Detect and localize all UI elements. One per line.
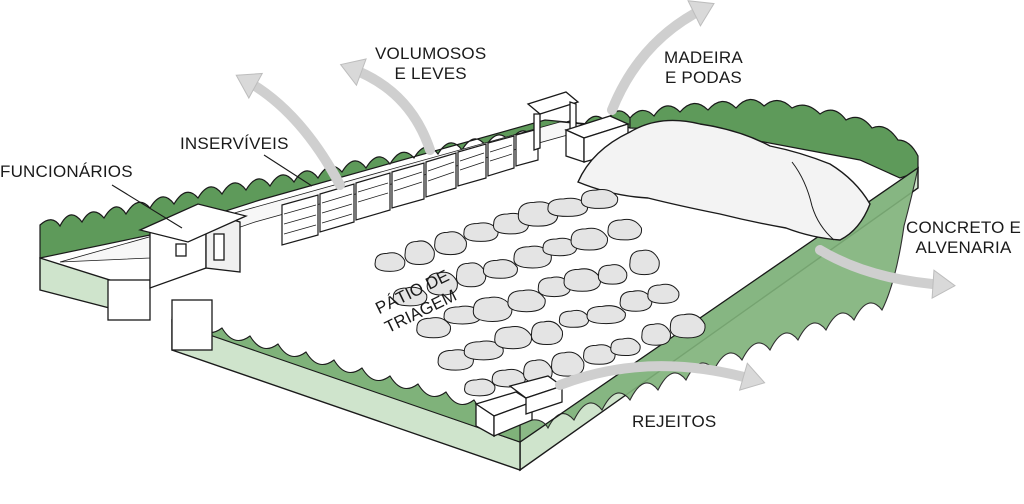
rubble-piece: [392, 286, 428, 307]
arrow-shaft: [240, 75, 345, 190]
rubble-piece: [463, 222, 499, 242]
label-inserviveis: INSERVÍVEIS: [180, 134, 289, 154]
leader-line: [263, 154, 313, 187]
arrow-shaft: [555, 361, 760, 390]
label-rejeitos-text: REJEITOS: [632, 412, 717, 431]
rubble-piece: [550, 351, 585, 377]
arrow-head: [339, 58, 367, 87]
rubble-piece: [583, 344, 616, 365]
rubble-piece: [629, 249, 660, 276]
arrow-head: [235, 72, 264, 100]
rubble-piece: [374, 252, 406, 272]
rubble-piece: [507, 289, 546, 313]
rubble-piece: [530, 320, 564, 346]
label-funcionarios: FUNCIONÁRIOS: [0, 162, 133, 182]
arrow-head: [738, 362, 766, 391]
arrow-shaft: [345, 63, 435, 155]
label-madeira-line2: E PODAS: [664, 68, 742, 87]
leader-line: [111, 184, 183, 229]
label-concreto-line2: ALVENARIA: [915, 238, 1012, 257]
label-concreto: CONCRETO E ALVENARIA: [906, 218, 1021, 258]
rubble-icon: [791, 161, 835, 241]
rubble-piece: [464, 378, 496, 397]
arrow-icon: [235, 0, 956, 391]
label-volumosos-line1: VOLUMOSOS: [375, 44, 487, 63]
rubble-piece: [558, 309, 590, 328]
rubble-piece: [463, 340, 504, 361]
leader-lines: [111, 154, 313, 229]
rubble-piece: [580, 188, 619, 209]
rubble-piece: [570, 227, 609, 251]
arrow-shaft: [815, 245, 950, 290]
rubble-piece: [563, 268, 602, 292]
rubble-piece: [494, 326, 533, 350]
rubble-piece: [647, 283, 680, 304]
gate-block: [171, 299, 213, 351]
label-madeira: MADEIRA E PODAS: [664, 48, 743, 88]
rubble-icon: [374, 188, 706, 397]
vegetation-icon: [171, 316, 521, 443]
label-rejeitos: REJEITOS: [632, 412, 716, 432]
rubble-piece: [641, 323, 672, 346]
rubble-piece: [607, 218, 643, 241]
building-icon: [138, 203, 248, 289]
label-funcionarios-text: FUNCIONÁRIOS: [0, 162, 133, 181]
arrow-head: [931, 269, 956, 300]
label-inserviveis-text: INSERVÍVEIS: [180, 134, 289, 153]
gate-block: [107, 279, 151, 321]
rubble-piece: [669, 313, 706, 339]
rubble-piece: [619, 290, 653, 312]
rubble-piece: [416, 317, 452, 339]
label-madeira-line1: MADEIRA: [664, 48, 743, 67]
bay-icon: [281, 128, 539, 246]
rubble-piece: [586, 305, 626, 325]
rubble-piece: [610, 337, 641, 357]
rubble-piece: [434, 231, 467, 256]
rubble-piece: [597, 264, 628, 285]
rubble-icon: [577, 119, 871, 241]
vegetation-icon: [629, 98, 919, 179]
label-volumosos-line2: E LEVES: [394, 64, 467, 83]
arrow-shaft: [607, 3, 710, 115]
label-volumosos: VOLUMOSOS E LEVES: [375, 44, 486, 84]
rubble-piece: [482, 259, 518, 279]
rubble-piece: [455, 262, 487, 288]
arrow-head: [687, 0, 715, 27]
rubble-piece: [404, 240, 435, 266]
label-concreto-line1: CONCRETO E: [906, 218, 1022, 237]
rubble-piece: [472, 296, 513, 322]
